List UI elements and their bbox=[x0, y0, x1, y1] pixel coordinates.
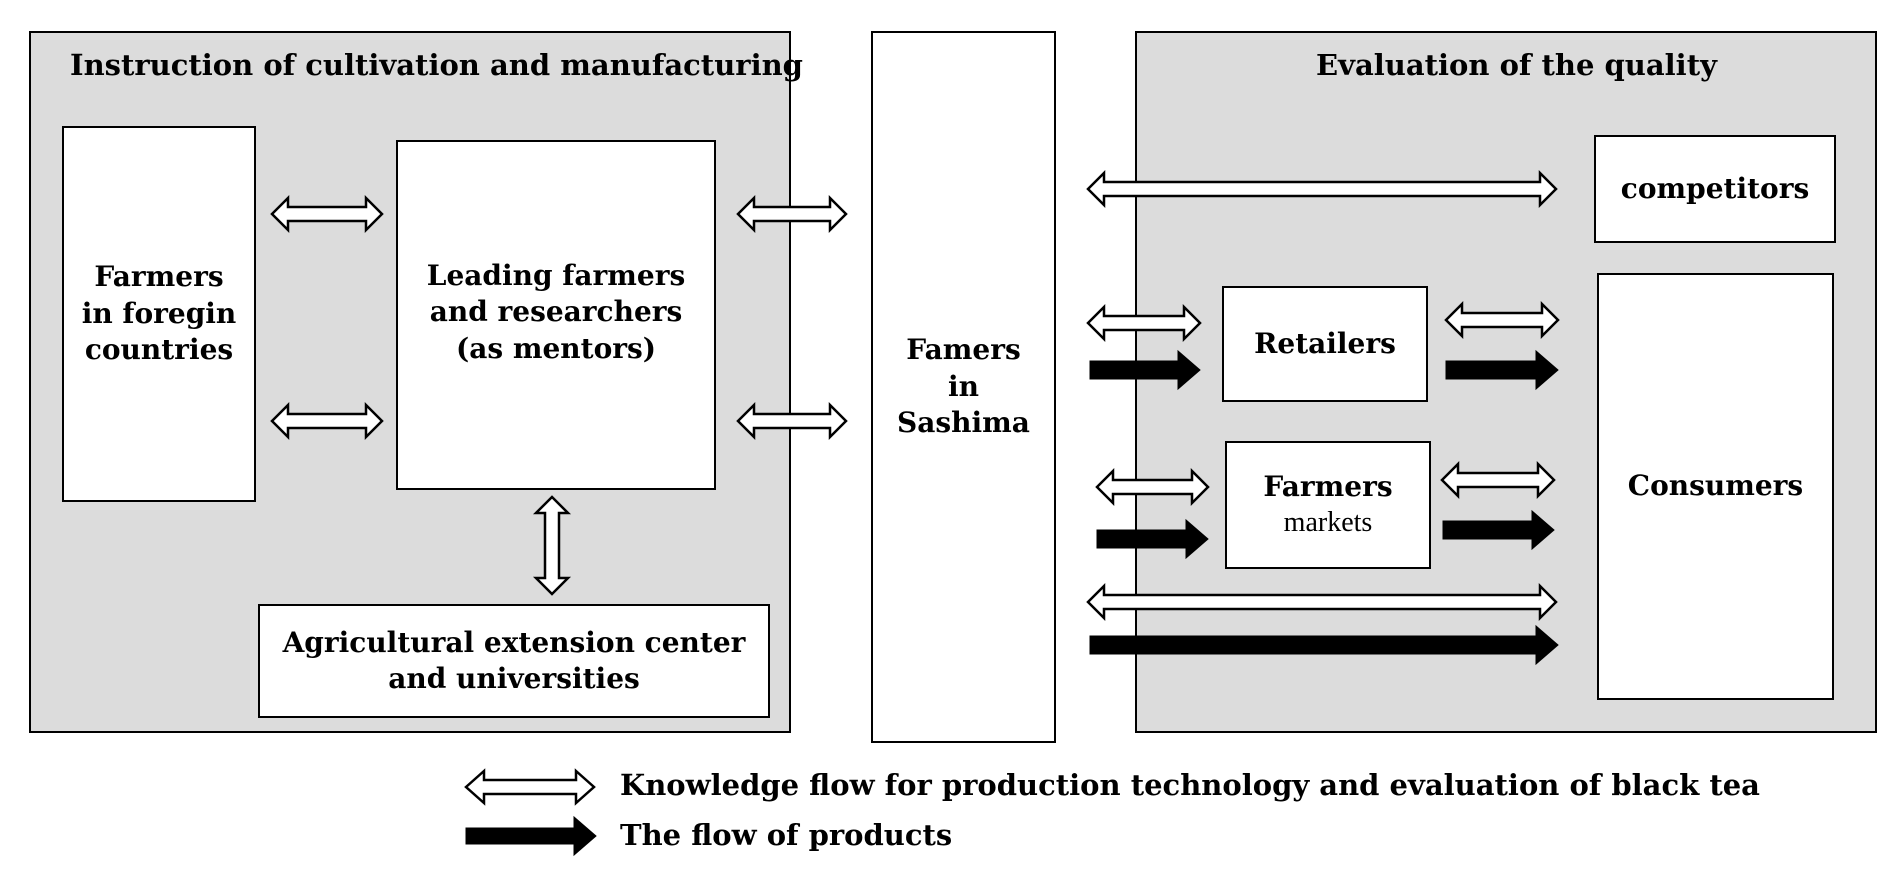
farmers-markets-box: Farmers markets bbox=[1225, 441, 1431, 569]
sashima-line-3: Sashima bbox=[897, 406, 1030, 440]
consumers-label: Consumers bbox=[1627, 469, 1804, 503]
knowledge-arrow-retailers-consumers bbox=[1444, 300, 1560, 340]
sashima-line-1: Famers bbox=[906, 333, 1021, 367]
retailers-box: Retailers bbox=[1222, 286, 1428, 402]
product-arrow-sashima-retailers bbox=[1089, 349, 1201, 391]
extension-center-line-1: Agricultural extension center bbox=[282, 625, 746, 659]
knowledge-arrow-sashima-markets bbox=[1095, 467, 1210, 507]
leading-farmers-line-3: (as mentors) bbox=[455, 331, 657, 365]
leading-farmers-line-2: and researchers bbox=[429, 295, 683, 329]
consumers-box: Consumers bbox=[1597, 273, 1834, 700]
legend-knowledge-arrow bbox=[464, 768, 596, 806]
knowledge-arrow-sashima-consumers bbox=[1086, 582, 1558, 622]
foreign-farmers-box: Farmers in foregin countries bbox=[62, 126, 256, 502]
knowledge-arrow-leading-extension bbox=[532, 495, 572, 596]
knowledge-arrow-leading-sashima-bottom bbox=[736, 401, 848, 441]
sashima-line-2: in bbox=[947, 369, 979, 403]
knowledge-arrow-foreign-leading-top bbox=[270, 194, 384, 234]
knowledge-arrow-sashima-retailers bbox=[1086, 303, 1202, 343]
legend-knowledge-label: Knowledge flow for production technology… bbox=[620, 768, 1760, 802]
extension-center-line-2: and universities bbox=[388, 662, 640, 695]
leading-farmers-line-1: Leading farmers bbox=[426, 259, 686, 292]
competitors-label: competitors bbox=[1620, 171, 1810, 205]
product-arrow-sashima-consumers bbox=[1089, 624, 1559, 666]
farmers-markets-line-1: Farmers bbox=[1263, 469, 1393, 503]
product-arrow-retailers-consumers bbox=[1445, 349, 1559, 391]
legend-products-label: The flow of products bbox=[620, 818, 953, 852]
knowledge-arrow-sashima-competitors bbox=[1086, 169, 1558, 209]
foreign-farmers-line-2: in foregin bbox=[81, 296, 237, 330]
knowledge-arrow-foreign-leading-bottom bbox=[270, 401, 384, 441]
knowledge-arrow-leading-sashima-top bbox=[736, 194, 848, 234]
farmers-markets-line-2: markets bbox=[1283, 507, 1373, 538]
legend-product-arrow bbox=[465, 815, 597, 857]
product-arrow-markets-consumers bbox=[1442, 509, 1555, 551]
sashima-farmers-box: Famers in Sashima bbox=[871, 31, 1056, 743]
competitors-box: competitors bbox=[1594, 135, 1836, 243]
product-arrow-sashima-markets bbox=[1096, 518, 1209, 560]
quality-panel-title: Evaluation of the quality bbox=[1316, 48, 1717, 82]
knowledge-arrow-markets-consumers bbox=[1440, 460, 1556, 500]
cultivation-panel-title: Instruction of cultivation and manufactu… bbox=[70, 48, 803, 82]
extension-center-box: Agricultural extension center and univer… bbox=[258, 604, 770, 718]
leading-farmers-box: Leading farmers and researchers (as ment… bbox=[396, 140, 716, 490]
foreign-farmers-line-1: Farmers bbox=[94, 260, 224, 294]
retailers-label: Retailers bbox=[1254, 326, 1396, 360]
foreign-farmers-line-3: countries bbox=[84, 333, 234, 367]
